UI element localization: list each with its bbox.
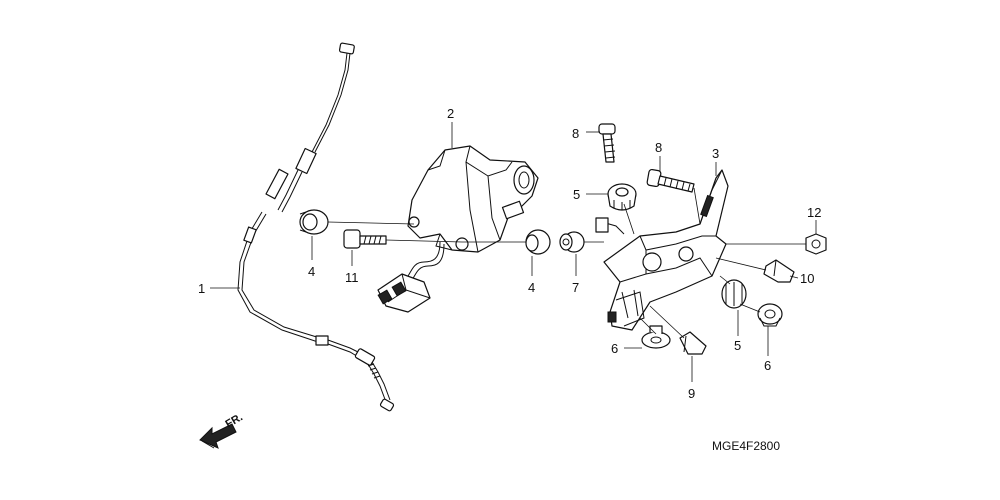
front-arrow-icon <box>199 423 237 449</box>
cable-part-1 <box>237 42 395 412</box>
bolt-part-8-upper <box>598 123 616 163</box>
grommet-part-5-upper <box>607 183 637 211</box>
callout-7: 7 <box>572 280 579 295</box>
collar-part-7 <box>559 231 585 253</box>
callout-3: 3 <box>712 146 719 161</box>
collar-part-6-right <box>757 303 783 327</box>
cap-part-10 <box>763 259 795 283</box>
callout-10: 10 <box>800 271 814 286</box>
callout-8-upper: 8 <box>572 126 579 141</box>
catalog-code: MGE4F2800 <box>712 439 780 453</box>
actuator-part-2 <box>407 145 539 281</box>
leader-lines <box>210 122 817 382</box>
grommet-part-5-right <box>721 279 747 309</box>
callout-5-upper: 5 <box>573 187 580 202</box>
callout-6-right: 6 <box>764 358 771 373</box>
callout-4-left: 4 <box>308 264 315 279</box>
front-direction-label: FR. <box>224 411 245 430</box>
callout-5-right: 5 <box>734 338 741 353</box>
callout-8-right: 8 <box>655 140 662 155</box>
cap-part-9 <box>679 331 707 355</box>
front-direction-indicator: FR. <box>199 411 245 449</box>
callout-11: 11 <box>345 270 359 285</box>
connector <box>377 273 431 313</box>
bolt-part-8-right <box>646 168 695 193</box>
grommet-part-4-middle <box>525 229 551 255</box>
callout-6-lower: 6 <box>611 341 618 356</box>
callout-9: 9 <box>688 386 695 401</box>
callout-12: 12 <box>807 205 821 220</box>
grommet-part-4-left <box>299 209 329 235</box>
collar-part-6-lower <box>641 325 671 349</box>
callout-4-middle: 4 <box>528 280 535 295</box>
callout-2: 2 <box>447 106 454 121</box>
callout-labels: 1 2 3 4 4 5 5 6 6 7 8 8 9 10 11 12 <box>198 106 821 401</box>
bolt-part-11 <box>343 229 387 249</box>
nut-part-12 <box>805 233 827 255</box>
callout-1: 1 <box>198 281 205 296</box>
